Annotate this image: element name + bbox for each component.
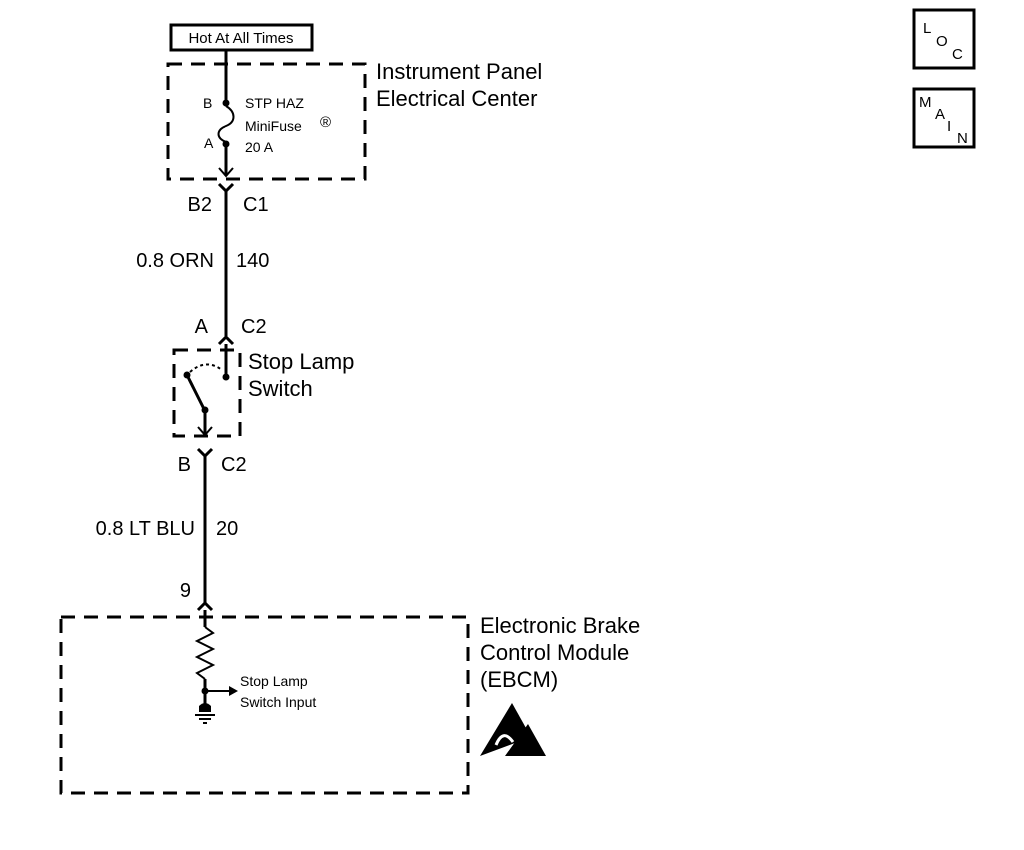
fuse-terminal-a xyxy=(222,140,230,148)
registered-mark: ® xyxy=(320,114,331,131)
loc-letter-l: L xyxy=(923,20,931,37)
switch-upper-contact xyxy=(222,373,230,381)
fuse-rating: 20 A xyxy=(245,139,274,155)
ipec-outline xyxy=(166,62,367,181)
ebcm-title-line1: Electronic Brake xyxy=(480,613,640,638)
wire-ltblu-circuit: 20 xyxy=(216,518,238,540)
stop-lamp-switch-contacts xyxy=(183,344,230,437)
loc-button-frame xyxy=(912,8,976,70)
ebcm-outline xyxy=(59,615,470,795)
resistor-zigzag xyxy=(194,626,216,680)
power-source-box xyxy=(169,23,314,52)
ipec-title-line2: Electrical Center xyxy=(376,86,537,111)
pullup-resistor xyxy=(194,610,238,704)
switch-travel-arc xyxy=(189,363,223,373)
esd-triangle-right xyxy=(505,724,546,756)
connector-c1-name: C1 xyxy=(243,194,269,216)
esd-triangle-left xyxy=(480,703,531,756)
fuse-name-line2: MiniFuse xyxy=(245,118,302,134)
connector-c2-in-pin: A xyxy=(195,316,209,338)
loc-letter-o: O xyxy=(936,33,948,50)
ipec-title-line1: Instrument Panel xyxy=(376,59,542,84)
connector-c2-in-name: C2 xyxy=(241,316,267,338)
switch-output-arrow xyxy=(197,426,213,437)
stop-lamp-switch-title-line1: Stop Lamp xyxy=(248,349,354,374)
ebcm-title-line3: (EBCM) xyxy=(480,667,558,692)
main-letter-i: I xyxy=(947,118,951,135)
wire-orn-gauge-color: 0.8 ORN xyxy=(136,250,214,272)
wire-orn-circuit: 140 xyxy=(236,250,269,272)
ground-icon xyxy=(195,703,215,724)
power-source-text: Hot At All Times xyxy=(188,30,293,47)
input-arrow-icon xyxy=(229,686,238,696)
power-source-label: Hot At All Times xyxy=(169,23,314,52)
main-button[interactable]: M A I N xyxy=(912,87,976,149)
connector-c2-out-symbol xyxy=(196,447,214,459)
switch-blade xyxy=(185,374,206,410)
main-letter-a: A xyxy=(935,106,945,123)
loc-button[interactable]: L O C xyxy=(912,8,976,70)
ebcm-title-line2: Control Module xyxy=(480,640,629,665)
fuse-pin-a: A xyxy=(204,135,214,151)
wire-ltblu-gauge-color: 0.8 LT BLU xyxy=(96,518,195,540)
connector-c1-pin: B2 xyxy=(188,194,212,216)
connector-c2-in-symbol xyxy=(217,334,235,346)
esd-hand-stroke xyxy=(494,734,515,746)
stop-lamp-switch-title-line2: Switch xyxy=(248,376,313,401)
stp-haz-fuse xyxy=(217,64,235,178)
fuse-name-line1: STP HAZ xyxy=(245,95,304,111)
stop-lamp-switch-outline xyxy=(172,348,242,438)
main-letter-n: N xyxy=(957,130,968,147)
connector-c1-symbol xyxy=(217,182,235,194)
ground-symbol-body xyxy=(199,703,211,712)
connector-ebcm-pin: 9 xyxy=(180,580,191,602)
connector-c2-out-pin: B xyxy=(178,454,191,476)
esd-sensitive-icon xyxy=(480,703,546,756)
main-button-frame xyxy=(912,87,976,149)
fuse-output-arrow xyxy=(218,167,234,178)
ebcm-input-label-line2: Switch Input xyxy=(240,694,316,710)
connector-c2-out-name: C2 xyxy=(221,454,247,476)
ebcm-input-label-line1: Stop Lamp xyxy=(240,673,308,689)
main-letter-m: M xyxy=(919,94,932,111)
fuse-pin-b: B xyxy=(203,95,212,111)
loc-letter-c: C xyxy=(952,46,963,63)
fuse-terminal-b xyxy=(222,99,230,107)
fuse-element-symbol xyxy=(217,105,235,143)
connector-ebcm-symbol xyxy=(196,600,214,612)
